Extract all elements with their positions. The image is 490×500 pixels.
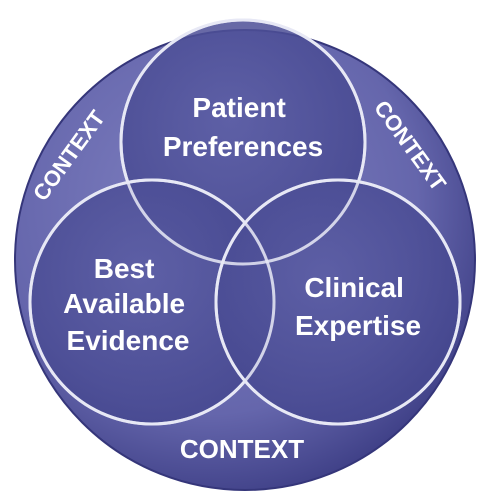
patient-circle-outline bbox=[119, 18, 367, 266]
evidence-line1: Best bbox=[94, 253, 155, 284]
evidence-line3: Evidence bbox=[67, 325, 190, 356]
patient-line2: Preferences bbox=[163, 131, 323, 162]
patient-preferences-label: Patient Preferences bbox=[163, 92, 323, 162]
evidence-line2: Available bbox=[63, 288, 185, 319]
evidence-circle-outline bbox=[28, 178, 276, 426]
clinical-line2: Expertise bbox=[295, 310, 421, 341]
context-label-bottom: CONTEXT bbox=[180, 434, 304, 464]
clinical-line1: Clinical bbox=[304, 272, 404, 303]
best-available-evidence-label: Best Available Evidence bbox=[63, 253, 193, 356]
clinical-expertise-label: Clinical Expertise bbox=[295, 272, 421, 341]
clinical-circle-outline bbox=[214, 178, 462, 426]
patient-line1: Patient bbox=[192, 92, 285, 123]
